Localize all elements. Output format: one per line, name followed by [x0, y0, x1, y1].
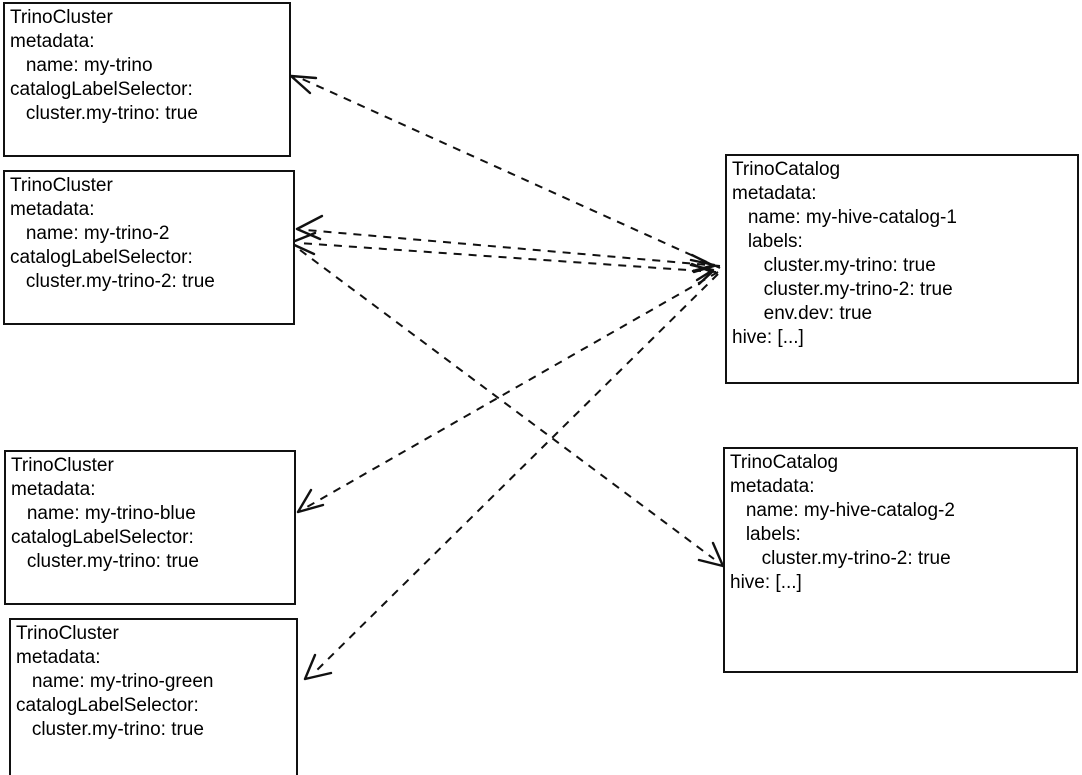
- node-line: cluster.my-trino: true: [732, 255, 936, 276]
- node-line: name: my-trino-2: [10, 223, 170, 244]
- node-line: metadata:: [10, 31, 95, 52]
- edge-catalog1-to-cluster-my-trino-green: [303, 262, 719, 681]
- edge-cluster-my-trino-2-to-catalog2: [299, 249, 725, 568]
- node-body: TrinoCatalog metadata: name: my-hive-cat…: [725, 451, 1076, 595]
- node-cluster-my-trino-green[interactable]: TrinoCluster metadata: name: my-trino-gr…: [9, 618, 298, 775]
- node-body: TrinoCluster metadata: name: my-trino-gr…: [11, 622, 296, 742]
- node-line: hive: [...]: [732, 327, 804, 348]
- node-cluster-my-trino-2[interactable]: TrinoCluster metadata: name: my-trino-2 …: [3, 170, 295, 325]
- node-line: catalogLabelSelector:: [10, 247, 193, 268]
- node-line: env.dev: true: [732, 303, 873, 324]
- node-line: TrinoCatalog: [730, 452, 839, 473]
- node-line: TrinoCluster: [10, 7, 113, 28]
- node-line: metadata:: [732, 183, 817, 204]
- node-cluster-my-trino-blue[interactable]: TrinoCluster metadata: name: my-trino-bl…: [4, 450, 296, 605]
- node-line: cluster.my-trino-2: true: [732, 279, 953, 300]
- node-line: metadata:: [10, 199, 95, 220]
- node-line: name: my-hive-catalog-1: [732, 207, 957, 228]
- node-line: metadata:: [11, 479, 96, 500]
- node-line: TrinoCluster: [16, 623, 119, 644]
- node-line: cluster.my-trino: true: [11, 551, 199, 572]
- node-line: cluster.my-trino: true: [10, 103, 198, 124]
- node-line: cluster.my-trino: true: [16, 719, 204, 740]
- node-body: TrinoCluster metadata: name: my-trino-2 …: [5, 174, 293, 294]
- node-line: labels:: [732, 231, 803, 252]
- node-body: TrinoCatalog metadata: name: my-hive-cat…: [727, 158, 1077, 350]
- edge-catalog2-to-cluster-my-trino-2: [288, 231, 717, 273]
- node-cluster-my-trino[interactable]: TrinoCluster metadata: name: my-trino ca…: [3, 2, 291, 157]
- node-line: name: my-trino-green: [16, 671, 214, 692]
- node-line: TrinoCluster: [11, 455, 114, 476]
- node-line: TrinoCluster: [10, 175, 113, 196]
- node-line: catalogLabelSelector:: [16, 695, 199, 716]
- node-line: catalogLabelSelector:: [10, 79, 193, 100]
- node-line: labels:: [730, 524, 801, 545]
- node-line: name: my-trino-blue: [11, 503, 196, 524]
- node-catalog-my-hive-catalog-2[interactable]: TrinoCatalog metadata: name: my-hive-cat…: [723, 447, 1078, 673]
- node-body: TrinoCluster metadata: name: my-trino-bl…: [6, 454, 294, 574]
- node-line: hive: [...]: [730, 572, 802, 593]
- node-catalog-my-hive-catalog-1[interactable]: TrinoCatalog metadata: name: my-hive-cat…: [725, 154, 1079, 384]
- node-line: catalogLabelSelector:: [11, 527, 194, 548]
- node-line: name: my-hive-catalog-2: [730, 500, 955, 521]
- node-line: metadata:: [16, 647, 101, 668]
- node-line: TrinoCatalog: [732, 159, 841, 180]
- node-body: TrinoCluster metadata: name: my-trino ca…: [5, 6, 289, 126]
- edge-catalog1-to-cluster-my-trino-2: [295, 214, 721, 273]
- node-line: cluster.my-trino-2: true: [730, 548, 951, 569]
- edge-catalog1-to-cluster-my-trino-blue: [296, 263, 719, 514]
- node-line: name: my-trino: [10, 55, 153, 76]
- edge-catalog1-to-cluster-my-trino: [289, 74, 721, 274]
- node-line: metadata:: [730, 476, 815, 497]
- node-line: cluster.my-trino-2: true: [10, 271, 215, 292]
